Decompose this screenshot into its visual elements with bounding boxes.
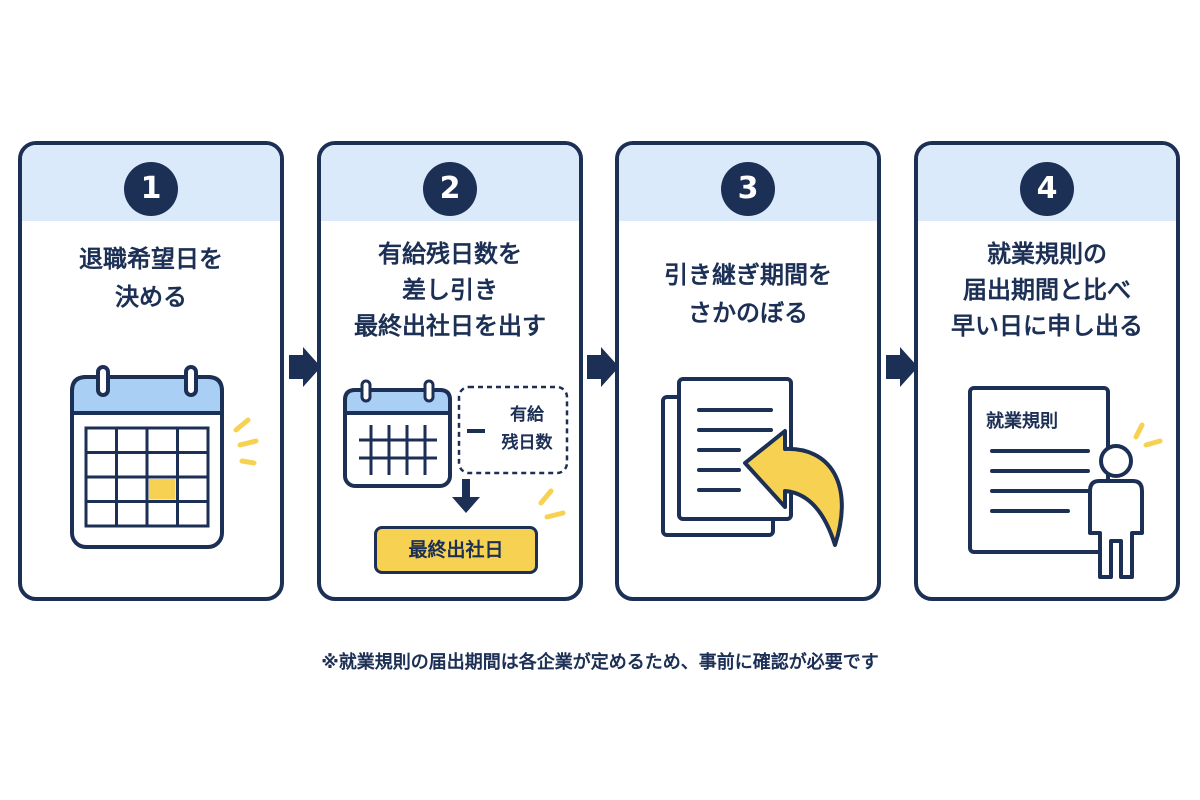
person-icon bbox=[1088, 422, 1163, 579]
step-card-3: 3 引き継ぎ期間を さかのぼる bbox=[615, 141, 881, 601]
step-title: 有給残日数を 差し引き 最終出社日を出す bbox=[354, 240, 546, 340]
arrow-right-icon bbox=[886, 347, 918, 387]
calendar-icon bbox=[70, 365, 259, 549]
step-card-4: 4 就業規則の 届出期間と比べ 早い日に申し出る 就業規則 bbox=[914, 141, 1180, 601]
documents-back-arrow-icon bbox=[661, 377, 844, 547]
calendar-icon bbox=[343, 379, 452, 488]
rulebook-document-icon bbox=[968, 386, 1110, 554]
arrow-right-icon bbox=[289, 347, 321, 387]
step-title: 退職希望日を 決める bbox=[79, 245, 223, 311]
step-number-badge: 3 bbox=[721, 162, 775, 216]
arrow-right-icon bbox=[587, 347, 619, 387]
step-card-2: 2 有給残日数を 差し引き 最終出社日を出す 有給 残日数 bbox=[317, 141, 583, 601]
step-number-badge: 2 bbox=[423, 162, 477, 216]
step-title: 引き継ぎ期間を さかのぼる bbox=[664, 261, 832, 327]
footnote: ※就業規則の届出期間は各企業が定めるため、事前に確認が必要です bbox=[321, 652, 879, 673]
last-working-day-badge: 最終出社日 bbox=[374, 526, 538, 574]
paid-leave-box bbox=[457, 385, 569, 475]
step-card-1: 1 退職希望日を 決める bbox=[18, 141, 284, 601]
rulebook-label: 就業規則 bbox=[986, 411, 1058, 432]
paid-leave-label: 有給 残日数 bbox=[501, 405, 553, 453]
step-number-badge: 4 bbox=[1020, 162, 1074, 216]
step-title: 就業規則の 届出期間と比べ 早い日に申し出る bbox=[951, 240, 1143, 340]
arrow-down-icon bbox=[452, 479, 566, 520]
step-number-badge: 1 bbox=[124, 162, 178, 216]
